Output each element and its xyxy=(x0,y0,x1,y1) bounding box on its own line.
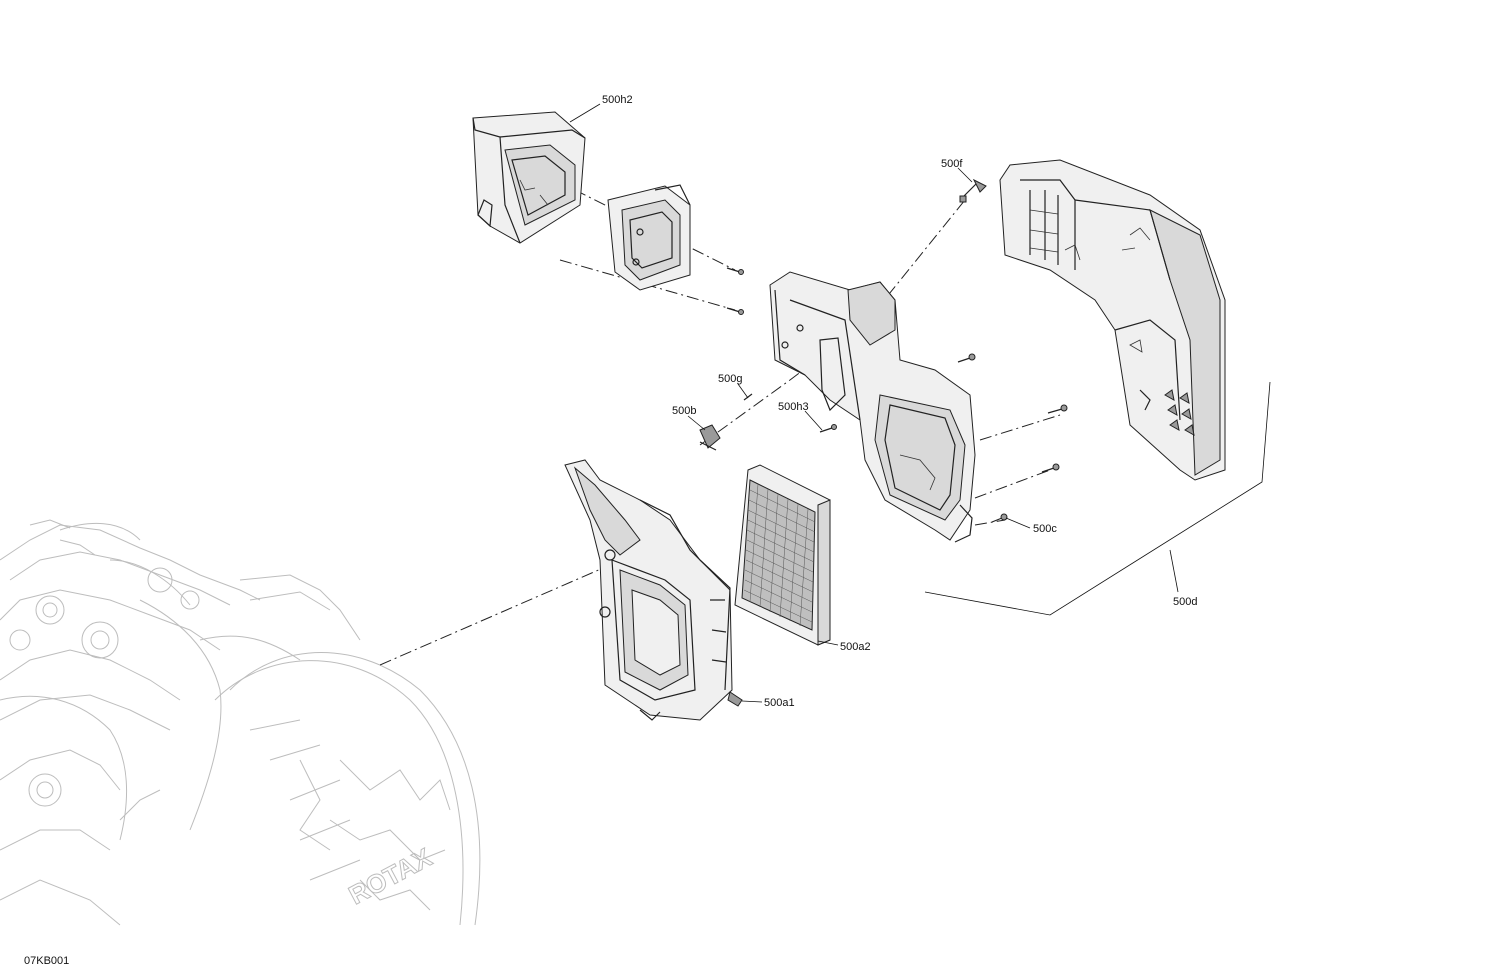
clamp-500g xyxy=(743,393,753,401)
label-500d: 500d xyxy=(1173,596,1197,608)
label-500h3: 500h3 xyxy=(778,401,809,413)
screw-c4 xyxy=(991,513,1008,523)
screw-500h3 xyxy=(819,424,837,433)
air-filter-frame-500a1 xyxy=(564,459,743,721)
engine-assembly: ROTAX xyxy=(0,519,481,926)
label-500c: 500c xyxy=(1033,523,1057,535)
intake-duct-elbow xyxy=(607,184,691,291)
airbox-base xyxy=(769,271,976,543)
intake-cover-500h2 xyxy=(472,111,586,244)
label-500g: 500g xyxy=(718,373,742,385)
screw-c2 xyxy=(1047,404,1068,414)
airbox-housing-500d xyxy=(999,159,1226,481)
screw-c1 xyxy=(957,353,976,363)
label-500b: 500b xyxy=(672,405,696,417)
label-500a1: 500a1 xyxy=(764,697,795,709)
label-500a2: 500a2 xyxy=(840,641,871,653)
label-500h2: 500h2 xyxy=(602,94,633,106)
clip-500f xyxy=(959,178,987,203)
part-labels: 500h2 500f 500g 500b 500h3 500c 500d 500… xyxy=(24,94,1271,967)
figure-code: 07KB001 xyxy=(24,955,69,967)
label-500f: 500f xyxy=(941,158,963,170)
screw-a xyxy=(726,267,744,275)
screw-c3 xyxy=(1041,463,1060,473)
filter-mesh xyxy=(743,483,816,627)
engine-brand-label: ROTAX xyxy=(344,842,437,911)
air-filter-500a2 xyxy=(734,464,831,646)
clip-500b xyxy=(699,424,721,451)
screw-b xyxy=(726,307,744,315)
